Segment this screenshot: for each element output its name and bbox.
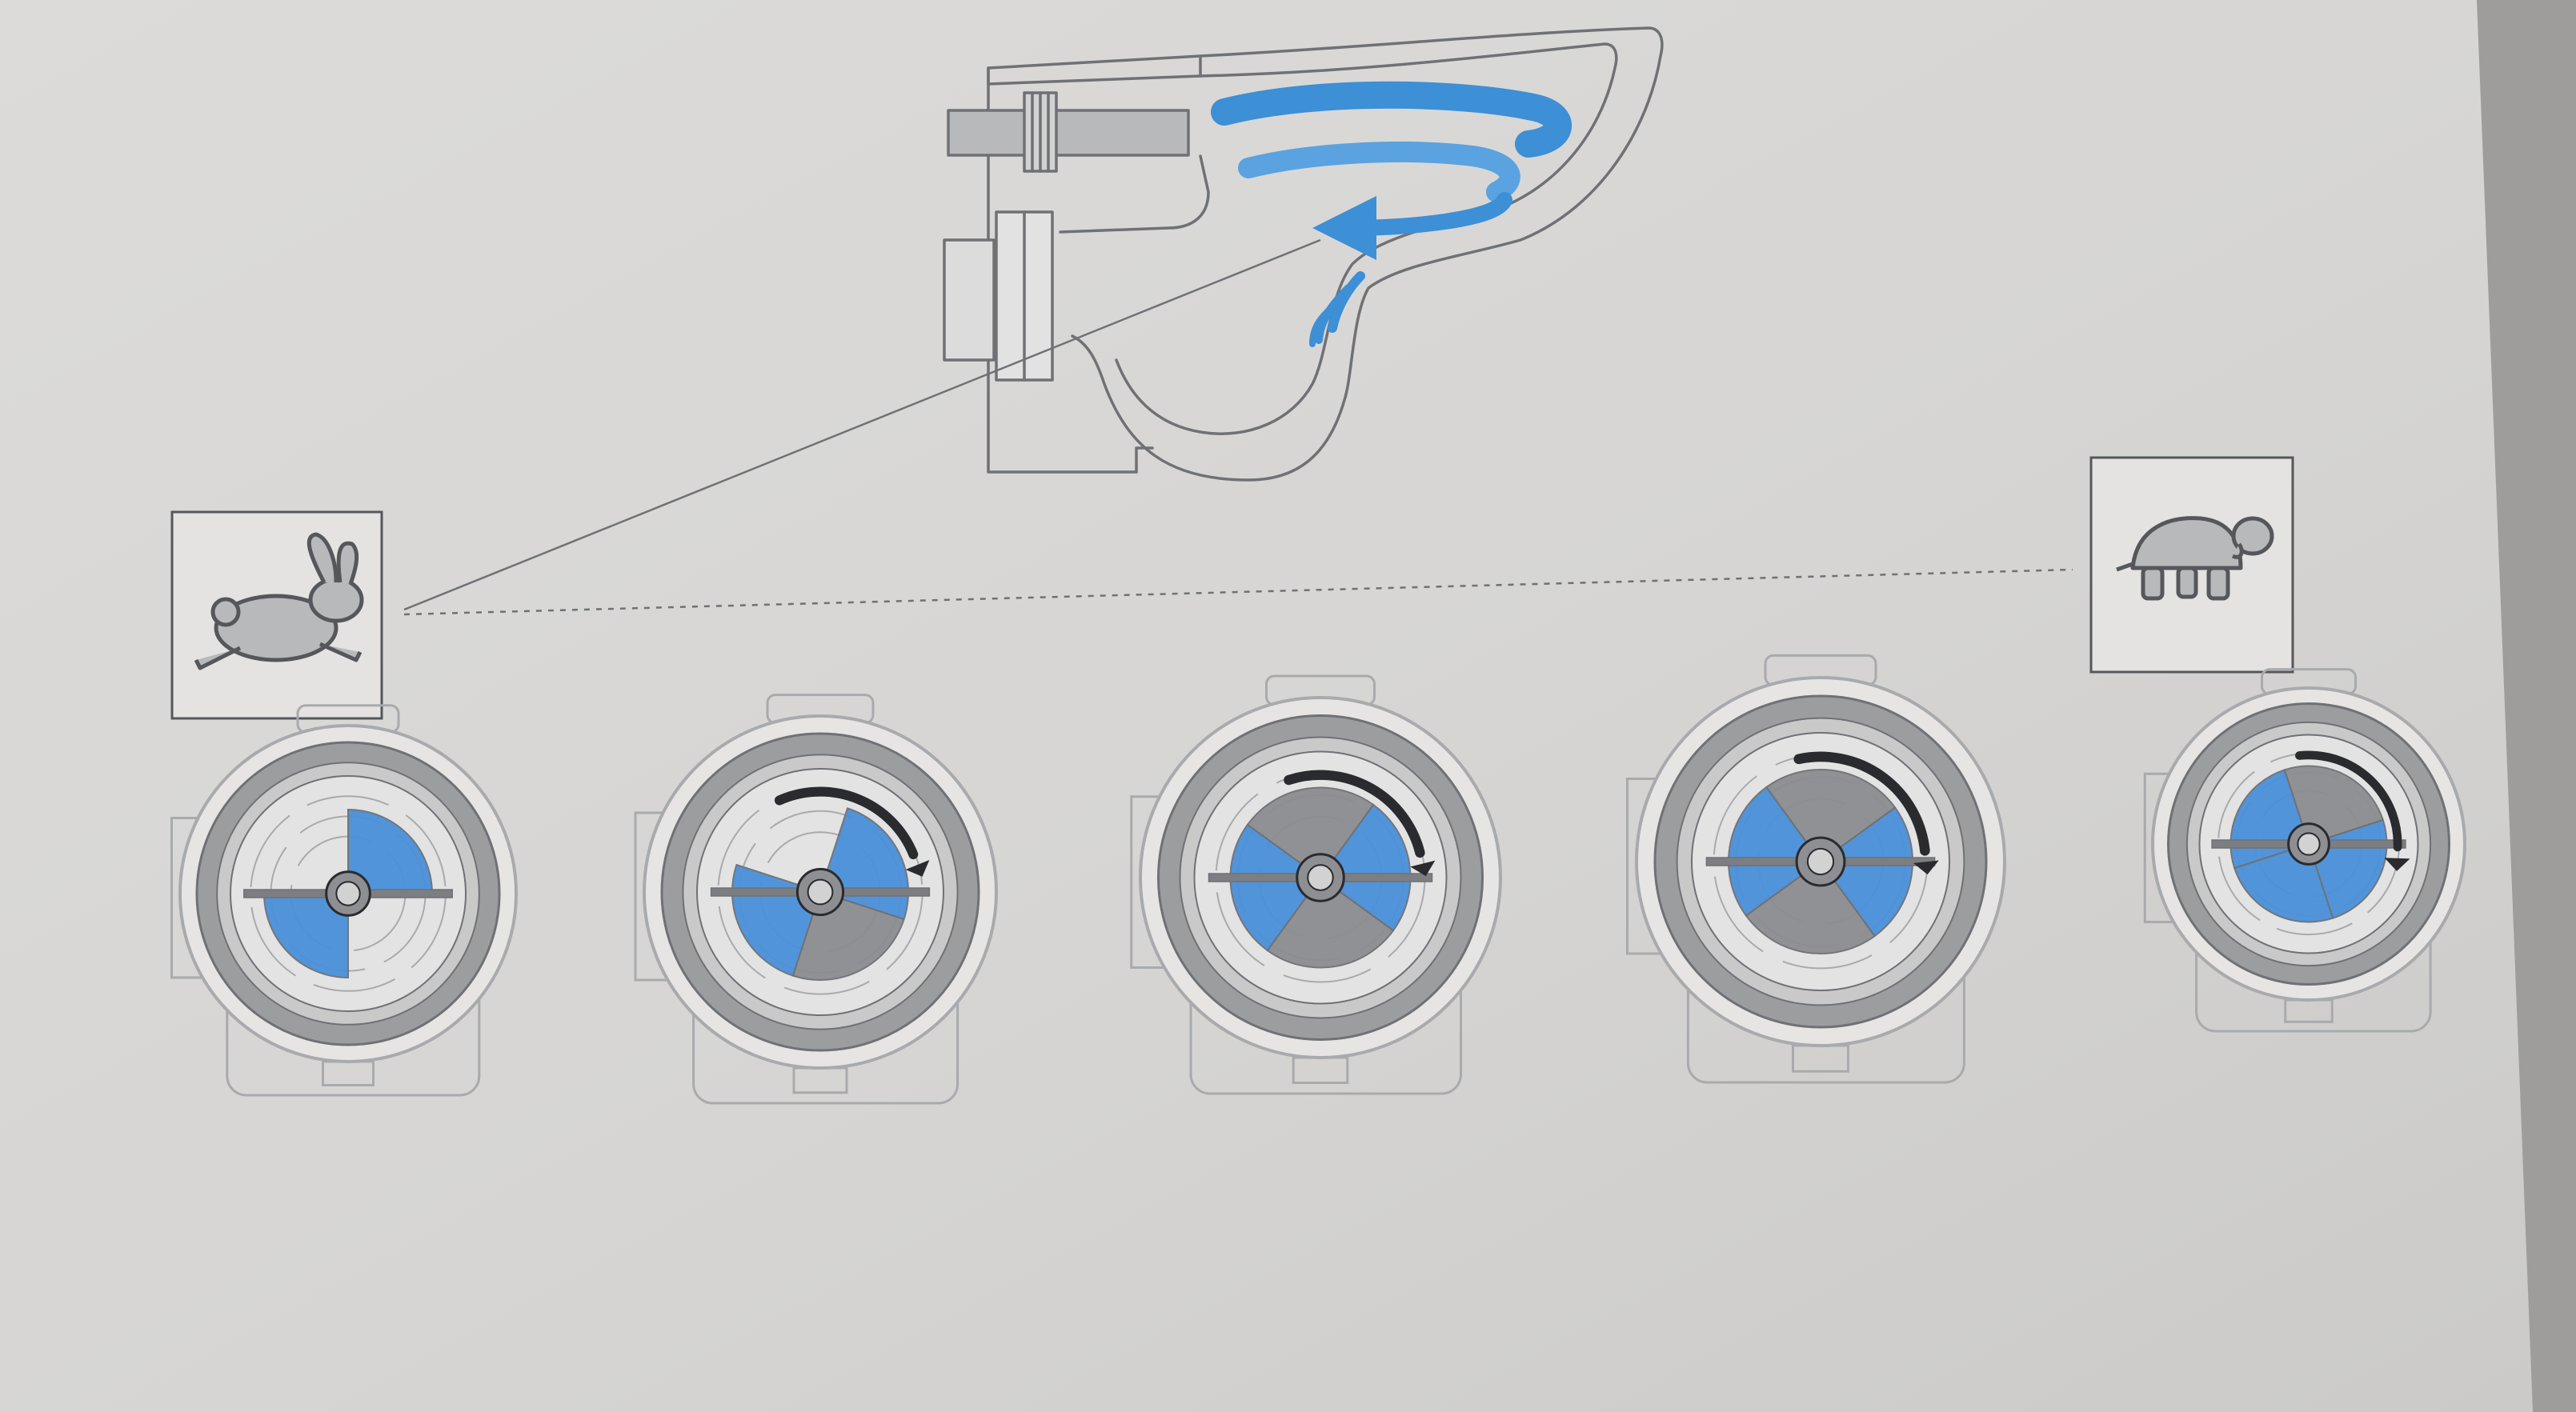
- arrow-head: [1913, 860, 1939, 875]
- wall-hung-toilet-icon: [943, 26, 1664, 482]
- swirl-flush-icon: [1211, 81, 1572, 347]
- bowl-outline: [1071, 26, 1664, 482]
- leader-line: [403, 238, 1321, 611]
- flush-valve-dial-icon: [1626, 654, 2006, 1084]
- valve-hub-center: [335, 881, 361, 906]
- valve-hub-center: [807, 878, 834, 906]
- rim-channel: [1059, 154, 1210, 234]
- slow-speed-box: [2089, 456, 2294, 674]
- swirl-band-middle: [1238, 142, 1520, 202]
- arrow-head: [905, 860, 930, 877]
- valve-hub-center: [1307, 864, 1334, 891]
- swirl-band-lower: [1312, 192, 1512, 260]
- fast-speed-box: [170, 510, 383, 720]
- turtle-icon: [2116, 516, 2274, 601]
- clockwise-arrow-icon: [1284, 770, 1425, 858]
- valve-hub-center: [1806, 847, 1835, 876]
- clockwise-arrow-icon: [2295, 750, 2402, 852]
- clockwise-arrow-icon: [774, 786, 919, 860]
- arrow-head: [2384, 858, 2410, 871]
- rabbit-icon: [194, 532, 364, 670]
- speed-scale-dotted-line: [403, 568, 2073, 616]
- bowl-base: [1135, 446, 1154, 474]
- inlet-nut-ribs: [1031, 91, 1050, 173]
- flush-valve-dial-icon: [170, 704, 518, 1097]
- wall-plate: [987, 66, 1138, 474]
- swirl-band-top: [1211, 81, 1572, 158]
- water-drop-3: [1309, 301, 1340, 347]
- flush-valve-dial-icon: [1130, 674, 1502, 1095]
- valve-hub-center: [2297, 832, 2321, 856]
- waste-flange: [943, 238, 996, 362]
- flush-valve-dial-icon: [634, 694, 998, 1105]
- flush-valve-dial-icon: [2143, 668, 2466, 1033]
- inlet-pipe: [947, 109, 1190, 157]
- paper-edge-shadow: [2477, 0, 2576, 1412]
- clockwise-arrow-icon: [1793, 751, 1930, 856]
- arrow-head: [1410, 860, 1436, 877]
- valve-dial-row: [170, 654, 2466, 1105]
